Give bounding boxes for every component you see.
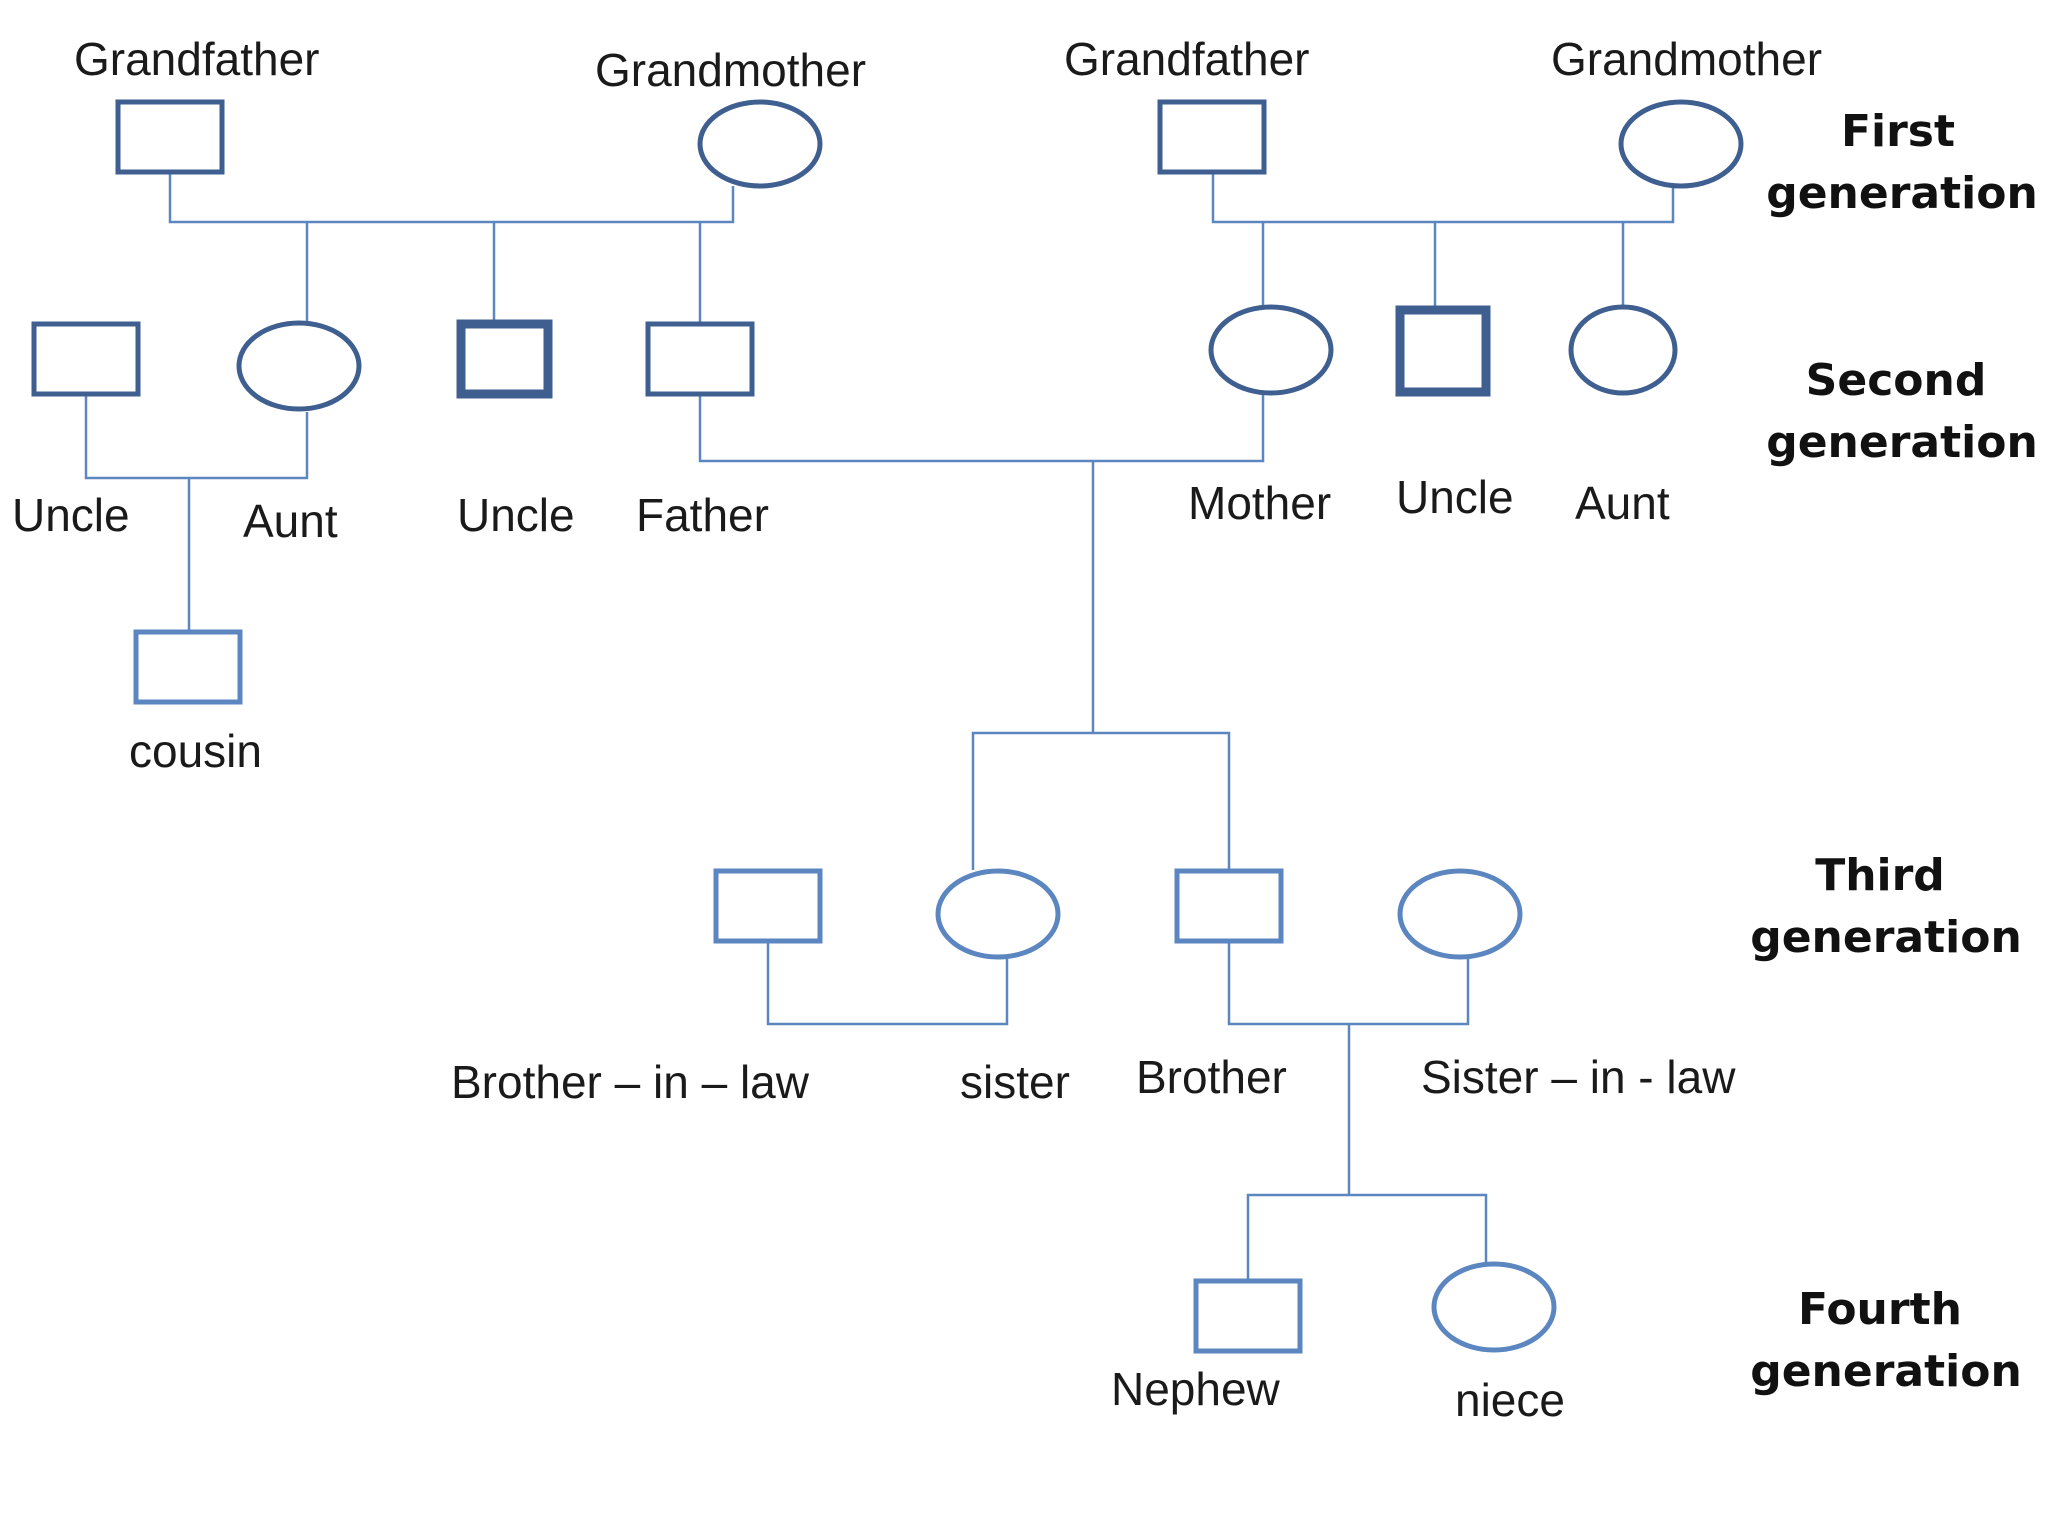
sister-label: sister: [960, 1056, 1070, 1108]
uncle-in-law-label: Uncle: [12, 489, 130, 541]
niece-label: niece: [1455, 1374, 1565, 1426]
second-generation-line1: Second: [1806, 355, 1987, 406]
cousin-label: cousin: [129, 725, 262, 777]
brother-square: [1174, 868, 1284, 944]
couple-line-sister: [766, 941, 1009, 1026]
couple-line-maternal-grandparents: [1211, 172, 1675, 224]
father-square: [645, 321, 755, 397]
couple-line-uncle-aunt: [84, 394, 309, 480]
brother-label: Brother: [1136, 1051, 1287, 1103]
niece-circle: [1431, 1261, 1557, 1353]
couple-line-paternal-grandparents: [168, 172, 735, 224]
third-generation-line1: Third: [1815, 850, 1945, 901]
name-labels: Grandfather Grandmother Grandfather Gran…: [12, 33, 1822, 1426]
fourth-generation-line2: generation: [1750, 1346, 2022, 1397]
mother-circle: [1208, 304, 1334, 396]
grandmother-maternal-label: Grandmother: [1551, 33, 1822, 85]
fourth-generation-line1: Fourth: [1798, 1284, 1962, 1335]
mother-label: Mother: [1188, 477, 1331, 529]
first-generation-line2: generation: [1766, 168, 2038, 219]
grandmother-paternal-label: Grandmother: [595, 44, 866, 96]
grandfather-paternal-square: [115, 99, 225, 175]
grandfather-maternal-label: Grandfather: [1064, 33, 1309, 85]
sister-in-law-label: Sister – in - law: [1421, 1051, 1736, 1103]
third-generation-line2: generation: [1750, 912, 2022, 963]
sibling-line: [971, 731, 1231, 870]
grandmother-paternal-circle: [697, 99, 823, 189]
aunt-paternal-label: Aunt: [243, 495, 338, 547]
second-generation-line2: generation: [1766, 417, 2038, 468]
first-generation-line1: First: [1841, 106, 1955, 157]
brother-in-law-square: [713, 868, 823, 944]
grandfather-paternal-label: Grandfather: [74, 33, 319, 85]
grandfather-maternal-square: [1157, 99, 1267, 175]
generation-labels: First generation Second generation Third…: [1750, 106, 2038, 1397]
couple-line-parents: [698, 394, 1265, 463]
father-label: Father: [636, 489, 769, 541]
uncle-in-law-square: [31, 321, 141, 397]
sibling-line-children: [1246, 1193, 1488, 1280]
cousin-square: [133, 629, 243, 705]
aunt-maternal-label: Aunt: [1575, 477, 1670, 529]
aunt-paternal-circle: [236, 320, 362, 412]
grandmother-maternal-circle: [1618, 99, 1744, 189]
sister-circle: [935, 868, 1061, 960]
nephew-label: Nephew: [1111, 1363, 1281, 1415]
uncle-paternal-label: Uncle: [457, 489, 575, 541]
nephew-square: [1193, 1278, 1303, 1354]
aunt-maternal-circle: [1568, 304, 1678, 396]
uncle-paternal-square: [456, 319, 553, 399]
sister-in-law-circle: [1397, 868, 1523, 960]
uncle-maternal-label: Uncle: [1396, 471, 1514, 523]
nodes: [31, 99, 1744, 1354]
brother-in-law-label: Brother – in – law: [451, 1056, 810, 1108]
connector-lines: [84, 172, 1675, 1280]
uncle-maternal-square: [1395, 305, 1491, 397]
